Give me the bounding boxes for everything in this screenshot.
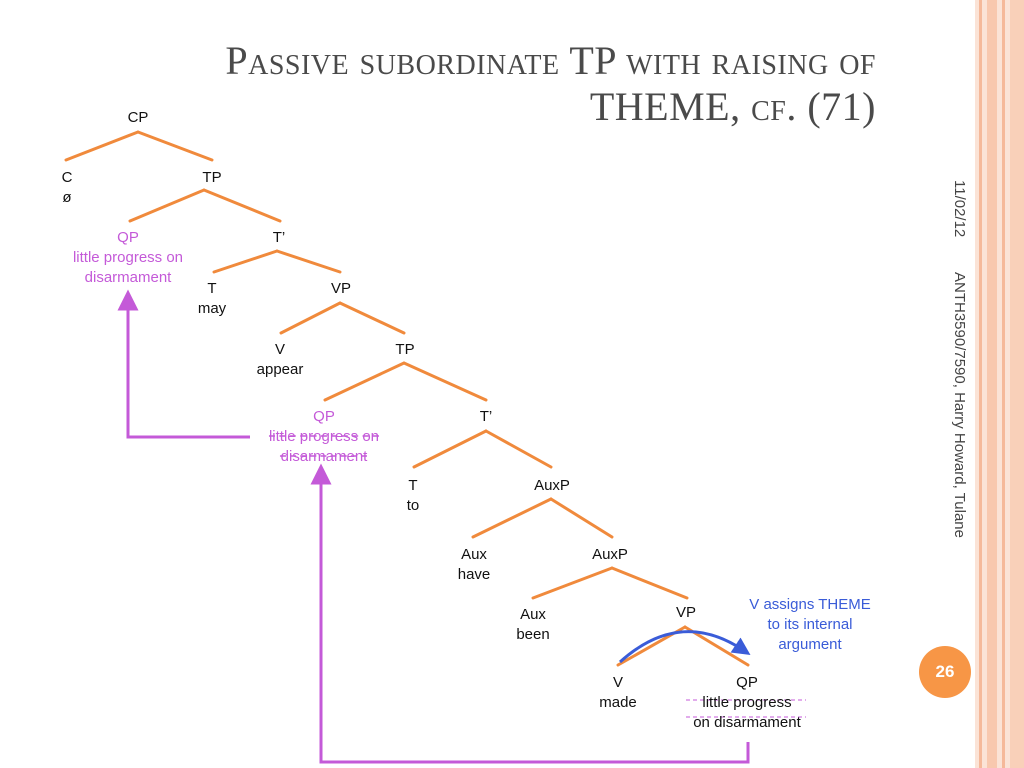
slide-title: Passive subordinate TP with raising of T… xyxy=(56,38,876,130)
trace-dashes xyxy=(686,699,806,718)
theta-assignment-arc xyxy=(618,630,751,664)
node-tbar: T’ xyxy=(272,229,286,246)
branch-cp-c xyxy=(64,130,140,162)
branch-tbar2-auxp xyxy=(484,429,553,469)
branch-tp-tbar xyxy=(202,188,282,223)
branch-vp-v xyxy=(279,301,342,335)
branch-auxp2-vp xyxy=(610,566,689,600)
branch-tp2-qp xyxy=(323,361,406,402)
title-line-1: Passive subordinate TP with raising of xyxy=(225,38,876,83)
node-vp: VP xyxy=(330,280,352,297)
movement-arrow-upper xyxy=(117,289,250,439)
node-auxp-lower: AuxP xyxy=(592,546,628,563)
node-auxp: AuxP xyxy=(534,477,570,494)
decorative-stripes xyxy=(975,0,1024,768)
movement-arrow-lower xyxy=(310,463,750,764)
branch-vp-tp xyxy=(338,301,406,335)
branch-auxp2-aux xyxy=(531,566,614,600)
node-qp-intermediate: QP little progress on disarmament xyxy=(268,408,380,465)
node-tbar-subordinate: T’ xyxy=(479,408,493,425)
node-tp-subordinate: TP xyxy=(395,341,415,358)
branch-tbar-t xyxy=(212,249,279,274)
node-vp-lower: VP xyxy=(675,604,697,621)
branch-tp2-tbar xyxy=(402,361,488,402)
branch-cp-tp xyxy=(136,130,214,162)
title-line-2: THEME, cf. (71) xyxy=(589,84,876,129)
branch-auxp-aux xyxy=(471,497,553,539)
branch-tbar2-t xyxy=(412,429,488,469)
node-tp: TP xyxy=(202,169,222,186)
branch-tp-qp xyxy=(128,188,206,223)
tree-branches xyxy=(64,130,750,667)
movement-arrows xyxy=(117,289,750,764)
node-cp: CP xyxy=(127,109,149,126)
syntax-tree-diagram xyxy=(64,130,806,764)
page-number-badge: 26 xyxy=(919,646,971,698)
branch-tbar-vp xyxy=(275,249,342,274)
branch-auxp-auxp xyxy=(549,497,614,539)
